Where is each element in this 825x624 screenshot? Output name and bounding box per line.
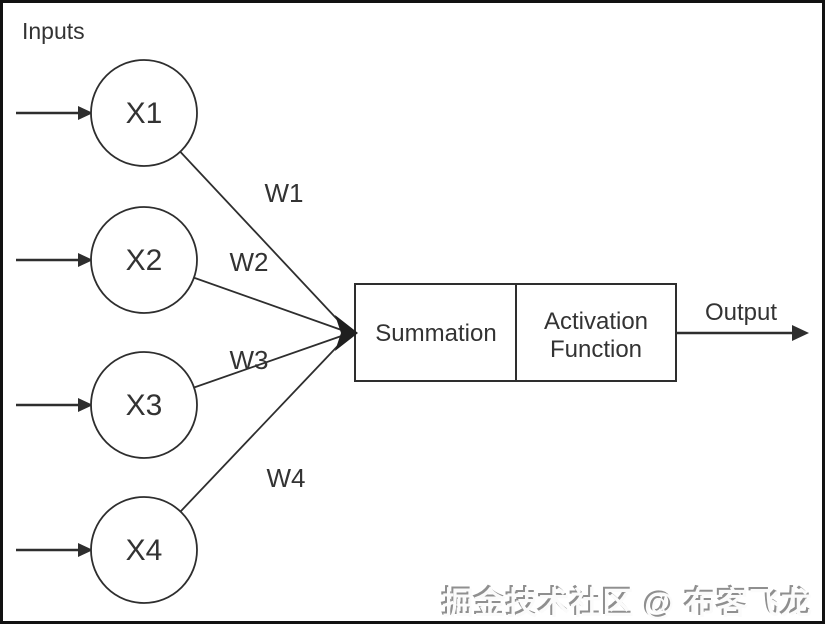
input-arrow-head-icon <box>78 398 93 412</box>
weight-label-w4: W4 <box>267 463 306 493</box>
input-arrow-head-icon <box>78 253 93 267</box>
node-circle <box>90 59 198 167</box>
weight-label-w3: W3 <box>230 345 269 375</box>
inputs-heading: Inputs <box>22 18 85 44</box>
node-label: X1 <box>126 97 163 130</box>
processing-box: Summation Activation Function <box>354 283 677 382</box>
node-circle <box>90 206 198 314</box>
input-arrow-head-icon <box>78 543 93 557</box>
node-circle <box>90 496 198 604</box>
output-label: Output <box>705 299 777 326</box>
weight-label-w1: W1 <box>265 178 304 208</box>
input-node-x4: X4 <box>16 496 198 604</box>
activation-label-line1: Activation <box>544 308 648 335</box>
output-arrow-head-icon <box>792 325 809 341</box>
node-label: X3 <box>126 389 163 422</box>
node-label: X4 <box>126 534 163 567</box>
output-arrow: Output <box>676 299 809 341</box>
input-node-x3: X3 <box>16 351 198 459</box>
weight-label-w2: W2 <box>230 247 269 277</box>
activation-label-line2: Function <box>550 336 642 363</box>
node-circle <box>90 351 198 459</box>
summation-label: Summation <box>375 320 496 347</box>
node-label: X2 <box>126 244 163 277</box>
convergence-arrow-head-icon <box>335 315 358 351</box>
input-node-x2: X2 <box>16 206 198 314</box>
input-arrow-head-icon <box>78 106 93 120</box>
input-node-x1: X1 <box>16 59 198 167</box>
